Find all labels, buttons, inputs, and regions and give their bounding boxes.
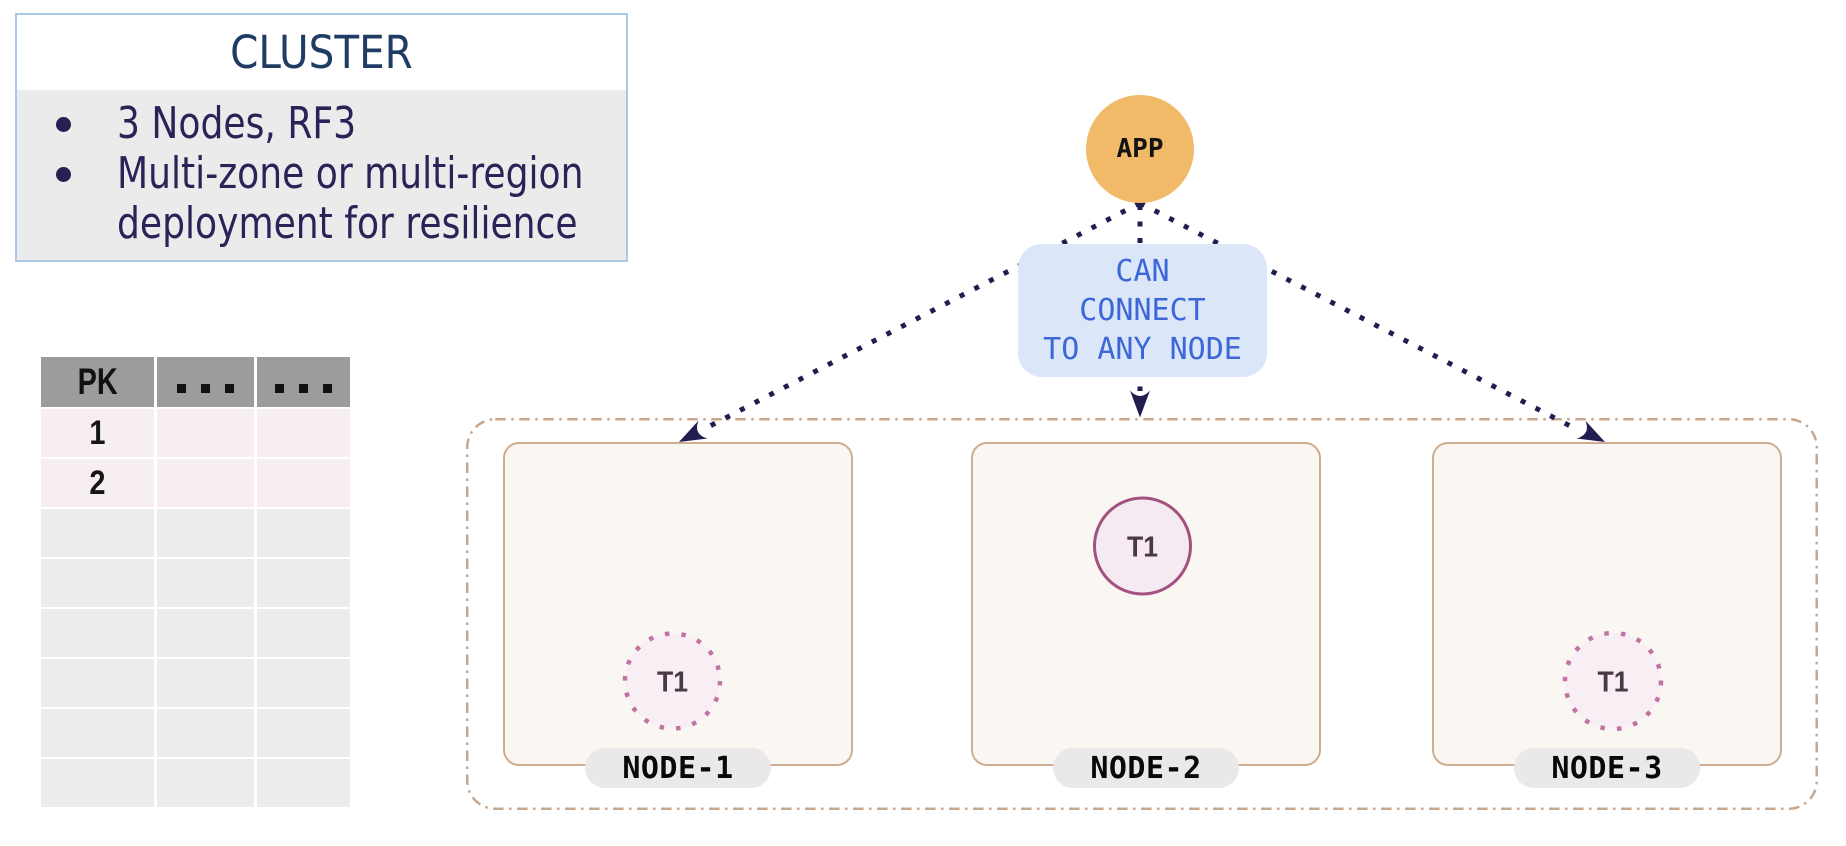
table-cell <box>41 659 154 707</box>
table-cell <box>157 759 254 807</box>
connect-note: CAN CONNECT TO ANY NODE <box>1018 244 1267 377</box>
table-row <box>41 759 350 807</box>
table-cell <box>257 509 350 557</box>
table-cell <box>41 759 154 807</box>
table-cell <box>157 709 254 757</box>
node-1-label-pill: NODE-1 <box>585 748 771 788</box>
table-cell <box>257 759 350 807</box>
table-cell <box>41 709 154 757</box>
bullet-icon <box>56 167 71 182</box>
table-row: 1 <box>41 409 350 457</box>
table-row <box>41 509 350 557</box>
connect-note-line: CAN <box>1115 254 1170 289</box>
cluster-group-border <box>466 418 1818 810</box>
cluster-bullet-item: 3 Nodes, RF3 <box>56 99 409 149</box>
table-cell <box>257 609 350 657</box>
table-row: 2 <box>41 459 350 507</box>
table-cell <box>257 659 350 707</box>
cluster-info-title: CLUSTER <box>230 26 413 79</box>
table-cell <box>257 409 350 457</box>
pk-table: PK 1 2 <box>38 355 353 809</box>
table-cell: 2 <box>41 459 154 507</box>
node-3-box <box>1432 442 1782 766</box>
table-row <box>41 659 350 707</box>
node-1-label: NODE-1 <box>622 750 734 786</box>
table-cell <box>157 509 254 557</box>
cluster-bullet-item: Multi-zone or multi-region deployment fo… <box>56 149 686 249</box>
ellipsis-icon <box>157 384 254 393</box>
cluster-info-body: 3 Nodes, RF3 Multi-zone or multi-region … <box>17 90 626 260</box>
table-cell <box>257 459 350 507</box>
ellipsis-icon <box>257 384 350 393</box>
table-cell <box>157 459 254 507</box>
node-3-label-pill: NODE-3 <box>1514 748 1700 788</box>
table-cell: 1 <box>41 409 154 457</box>
cluster-bullet-text: Multi-zone or multi-region <box>117 148 584 199</box>
bullet-icon <box>56 117 71 132</box>
cluster-info-box: CLUSTER 3 Nodes, RF3 Multi-zone or multi… <box>15 13 628 262</box>
table-header-pk: PK <box>41 357 154 407</box>
table-cell <box>41 559 154 607</box>
table-cell <box>157 559 254 607</box>
node-2-label-pill: NODE-2 <box>1053 748 1239 788</box>
app-node: APP <box>1086 95 1194 203</box>
table-cell <box>257 559 350 607</box>
node-3-label: NODE-3 <box>1551 750 1663 786</box>
table-row <box>41 709 350 757</box>
arrowhead-node-2 <box>1130 390 1150 418</box>
table-cell <box>157 659 254 707</box>
table-cell <box>41 609 154 657</box>
table-cell <box>257 709 350 757</box>
table-header-ellipsis <box>257 357 350 407</box>
connect-note-line: CONNECT <box>1079 293 1206 328</box>
connect-note-line: TO ANY NODE <box>1043 332 1242 367</box>
cluster-group: NODE-1 NODE-2 NODE-3 <box>466 418 1818 810</box>
cluster-bullet-text: 3 Nodes, RF3 <box>117 98 357 149</box>
table-cell <box>41 509 154 557</box>
cluster-info-header: CLUSTER <box>17 15 626 90</box>
app-label: APP <box>1116 134 1164 164</box>
table-cell <box>157 409 254 457</box>
table-row <box>41 559 350 607</box>
table-header-row: PK <box>41 357 350 407</box>
table-cell <box>157 609 254 657</box>
table-row <box>41 609 350 657</box>
node-2-label: NODE-2 <box>1090 750 1202 786</box>
node-2-box <box>971 442 1321 766</box>
node-1-box <box>503 442 853 766</box>
table-header-ellipsis <box>157 357 254 407</box>
cluster-bullet-text: deployment for resilience <box>117 198 578 249</box>
